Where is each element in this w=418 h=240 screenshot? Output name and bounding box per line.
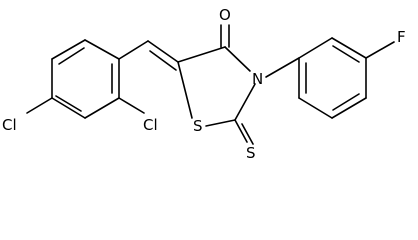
molecule-drawing: O N S S F Cl Cl <box>2 6 406 158</box>
bond-n3-c2 <box>234 83 256 121</box>
structure-diagram: O N S S F Cl Cl <box>2 6 406 158</box>
exocyclic-double-bond <box>118 40 179 71</box>
atom-fluorine: F <box>397 28 406 46</box>
thione-bond <box>234 119 254 145</box>
atom-oxygen: O <box>219 6 231 24</box>
bond-s1-c5 <box>177 61 193 119</box>
bond-c2-s1 <box>205 119 236 127</box>
atom-chlorine-2: Cl <box>143 116 158 134</box>
bond-c5-ch-a <box>147 40 179 63</box>
bond-r3-r4 <box>51 97 86 119</box>
atom-nitrogen: N <box>252 70 263 88</box>
bond-c2-s-b <box>241 123 254 145</box>
bond-n-aryl <box>265 57 300 78</box>
bond-c-cl4 <box>26 97 53 114</box>
bond-r2-r3 <box>84 97 120 119</box>
bond-c4-n3 <box>224 46 251 72</box>
bond-f-inner-b <box>332 93 360 111</box>
atom-chlorine-4: Cl <box>2 116 17 134</box>
bond-inner-b <box>55 95 82 112</box>
fluorophenyl-ring <box>298 37 367 119</box>
bond-f4-f5 <box>331 97 367 119</box>
carbonyl-bond <box>220 24 230 48</box>
bond-f5-f6 <box>298 97 333 119</box>
atom-sulfur-thione: S <box>246 144 256 158</box>
thiazolidinone-ring <box>177 46 256 127</box>
dichlorophenyl-ring <box>51 39 120 119</box>
bond-c2-s-a <box>234 119 248 143</box>
bond-f2-f3 <box>331 37 367 59</box>
bond-c-f <box>365 41 395 59</box>
bond-c5-ch-b <box>149 50 177 71</box>
bond-r5-r6 <box>51 39 86 60</box>
bond-r6-r1 <box>84 39 120 60</box>
bond-f-inner-a <box>332 45 360 63</box>
bond-c5-c4 <box>177 46 226 63</box>
bond-ch-ring <box>118 40 149 60</box>
bond-inner-c <box>58 47 85 65</box>
bond-c-cl2 <box>118 97 145 114</box>
bond-f1-f2 <box>298 37 333 59</box>
atom-sulfur-ring: S <box>193 117 203 135</box>
